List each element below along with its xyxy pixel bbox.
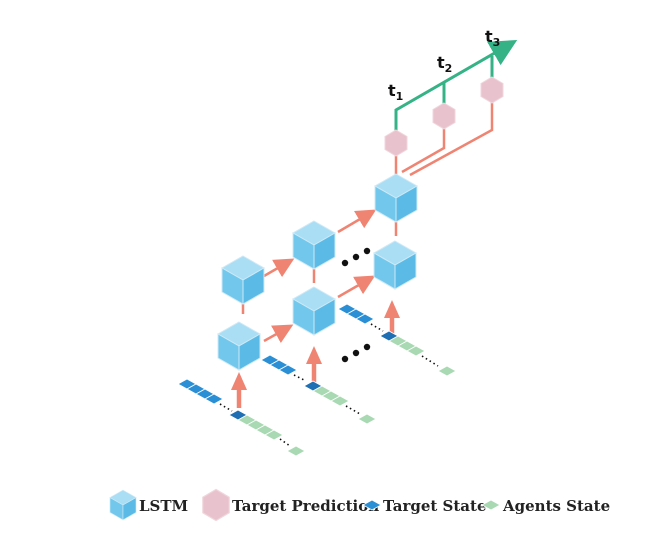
legend-item-target-prediction: Target Prediction <box>202 488 379 522</box>
input-sequence-3 <box>337 303 457 377</box>
connections <box>241 101 494 344</box>
lstm-cell-top-3 <box>374 173 418 223</box>
legend-label-target-prediction: Target Prediction <box>232 497 379 515</box>
lstm-cells <box>217 173 418 371</box>
ellipsis-dots <box>341 247 371 363</box>
target-prediction-1 <box>384 129 408 157</box>
ellipsis-lower <box>341 343 371 363</box>
legend-item-target-state: Target State <box>362 497 486 515</box>
legend: LSTM Target Prediction Target State Agen… <box>109 488 610 522</box>
input-sequence-2 <box>260 354 377 425</box>
lstm-cell-bottom-1 <box>217 321 261 371</box>
time-label-2: t2 <box>437 53 452 75</box>
target-prediction-2 <box>432 102 456 130</box>
input-sequence-1 <box>177 378 306 457</box>
lstm-cell-bottom-2 <box>292 286 336 336</box>
target-prediction-hexagon-icon <box>202 488 230 522</box>
connection-to-prediction-2 <box>401 127 446 174</box>
input-arrow-1 <box>231 372 247 408</box>
legend-label-lstm: LSTM <box>139 497 188 515</box>
time-label-1: t1 <box>388 81 403 103</box>
recurrent-link-top-2 <box>337 209 377 234</box>
legend-label-agents-state: Agents State <box>502 497 610 515</box>
input-arrow-2 <box>306 346 322 383</box>
input-arrows <box>231 300 400 408</box>
lstm-cube-icon <box>109 489 137 521</box>
legend-item-agents-state: Agents State <box>481 497 610 515</box>
connection-to-prediction-3 <box>409 101 494 177</box>
time-label-3: t3 <box>485 27 500 49</box>
legend-item-lstm: LSTM <box>109 489 188 521</box>
input-arrow-3 <box>384 300 400 334</box>
lstm-cell-top-2 <box>292 220 336 270</box>
target-prediction-3 <box>480 76 504 104</box>
lstm-cell-top-1 <box>221 255 265 305</box>
recurrent-link-top-1 <box>263 258 295 278</box>
ellipsis-upper <box>341 247 371 267</box>
lstm-cell-bottom-3 <box>373 240 417 290</box>
recurrent-link-bottom-1 <box>263 324 294 344</box>
legend-label-target-state: Target State <box>383 497 486 515</box>
recurrent-link-bottom-2 <box>337 275 376 299</box>
